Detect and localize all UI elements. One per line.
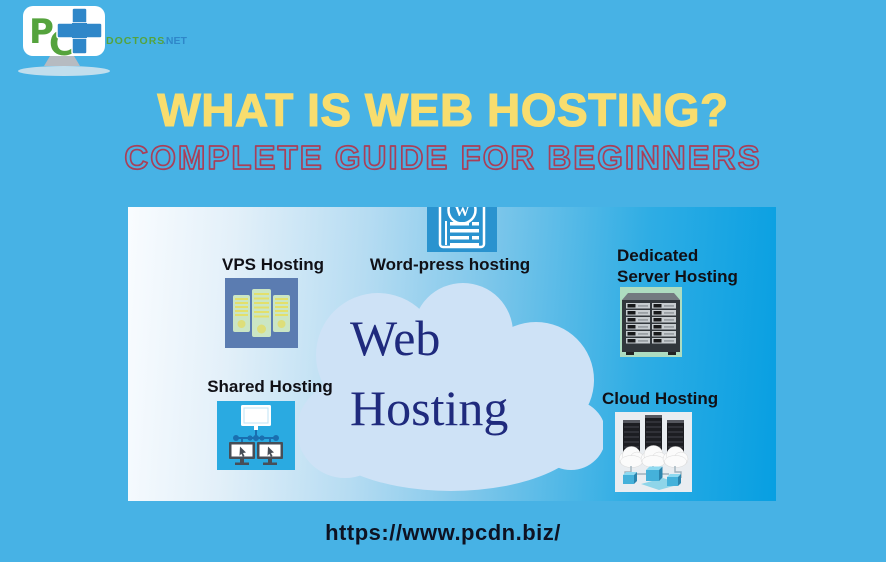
cloud-hosting-icon xyxy=(615,412,692,492)
wordpress-hosting-icon: W xyxy=(427,207,497,252)
wordpress-w-mark: W xyxy=(455,207,470,220)
page-subtitle-outline: COMPLETE GUIDE FOR BEGINNERS xyxy=(124,138,761,177)
cloud-hosting-cubes xyxy=(623,466,681,486)
hosting-diagram-panel: Web Hosting VPS Hosting xyxy=(128,207,776,501)
pc-doctors-logo: P C DOCTORS .NET xyxy=(16,6,188,78)
dedicated-label-line1: Dedicated xyxy=(617,246,699,265)
web-hosting-cloud-text: Web Hosting xyxy=(350,303,508,443)
pc-doctors-logo-icon: P C DOCTORS .NET xyxy=(18,6,188,76)
footer-url: https://www.pcdn.biz/ xyxy=(325,520,561,545)
dedicated-server-icon xyxy=(620,287,682,357)
logo-text-net: .NET xyxy=(163,35,188,47)
logo-text-doctors: DOCTORS xyxy=(106,35,165,47)
shared-hosting-icon xyxy=(217,401,295,470)
page-title: WHAT IS WEB HOSTING? xyxy=(157,83,729,136)
page-subtitle: COMPLETE GUIDE FOR BEGINNERS xyxy=(124,139,761,176)
shared-hosting-label: Shared Hosting xyxy=(207,377,333,396)
web-hosting-cloud-icon xyxy=(297,283,603,491)
wordpress-hosting-label: Word-press hosting xyxy=(369,255,531,274)
cloud-text-line1: Web xyxy=(350,310,441,366)
cloud-text-line2: Hosting xyxy=(350,380,509,436)
cloud-hosting-label: Cloud Hosting xyxy=(602,389,719,408)
dedicated-label-line2: Server Hosting xyxy=(617,267,738,286)
dedicated-hosting-label: Dedicated Server Hosting xyxy=(617,245,738,287)
plus-icon xyxy=(56,7,103,55)
logo-letter-p: P xyxy=(29,12,54,52)
vps-hosting-icon xyxy=(225,278,298,348)
vps-hosting-label: VPS Hosting xyxy=(221,255,324,274)
